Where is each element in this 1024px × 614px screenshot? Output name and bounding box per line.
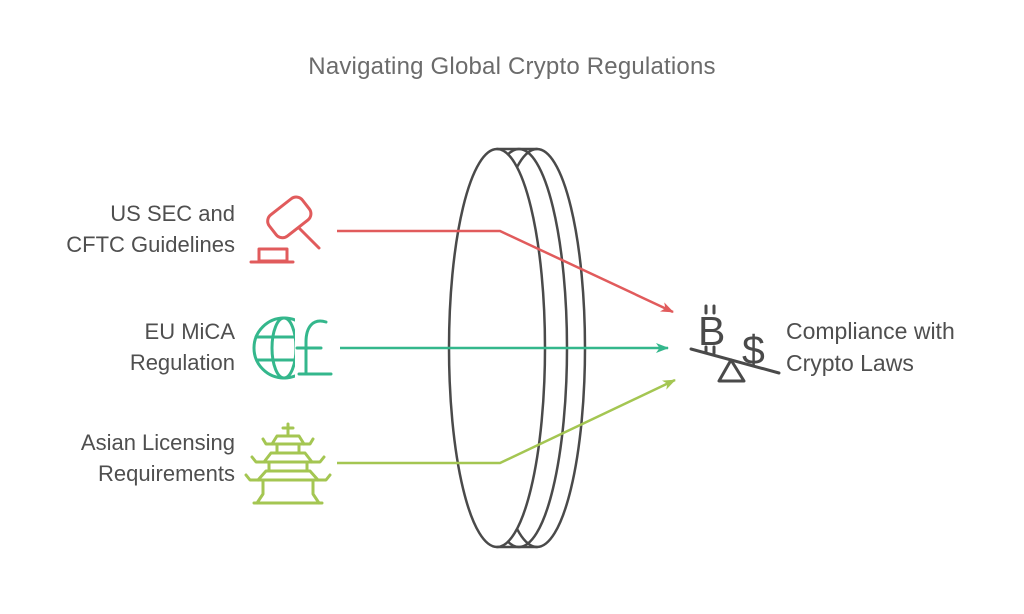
gavel-block	[257, 247, 289, 263]
label-line: CFTC Guidelines	[66, 232, 235, 257]
seesaw-plank	[689, 347, 781, 375]
balance-scale-icon: B $	[689, 304, 781, 383]
label-line: Asian Licensing	[80, 430, 235, 455]
dollar-symbol: $	[742, 327, 765, 373]
pagoda-icon	[244, 422, 332, 505]
label-line: Compliance with	[786, 318, 955, 344]
label-line: Regulation	[129, 350, 235, 375]
bitcoin-symbol: B	[698, 308, 725, 354]
globe-pound-icon	[252, 311, 337, 385]
gavel-icon	[249, 195, 321, 264]
seesaw-fulcrum	[717, 358, 746, 383]
gavel-handle	[297, 226, 321, 250]
pagoda-finial	[281, 422, 295, 436]
globe-meridian	[270, 316, 298, 380]
label-line: EU MiCA	[144, 319, 235, 344]
label-line: Requirements	[98, 461, 235, 486]
input-label-us-sec-cftc: US SEC and CFTC Guidelines	[28, 198, 235, 260]
label-line: US SEC and	[110, 201, 235, 226]
flow-line-us-sec-cftc	[337, 229, 674, 314]
pagoda-legs	[252, 478, 324, 505]
output-label-compliance: Compliance with Crypto Laws	[786, 315, 1021, 379]
pound-stem-stroke	[304, 319, 328, 376]
label-line: Crypto Laws	[786, 350, 914, 376]
bitcoin-symbol-ticks	[704, 304, 716, 355]
flow-line-asian-licensing	[337, 378, 676, 465]
diagram-title: Navigating Global Crypto Regulations	[308, 53, 716, 80]
input-label-eu-mica: EU MiCA Regulation	[28, 316, 235, 378]
pagoda-roof-bottom	[244, 469, 332, 482]
input-label-asian-licensing: Asian Licensing Requirements	[28, 427, 235, 489]
